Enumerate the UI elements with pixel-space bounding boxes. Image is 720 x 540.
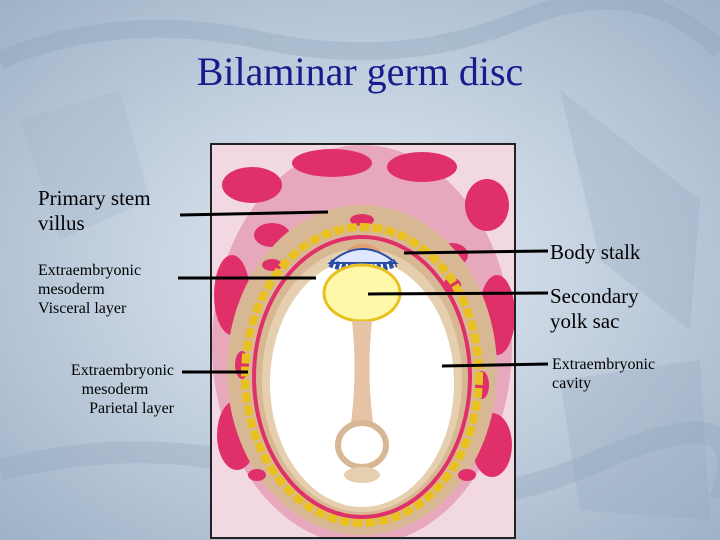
embryo-diagram	[210, 143, 516, 540]
slide-title: Bilaminar germ disc	[196, 49, 524, 94]
label-line: cavity	[552, 374, 592, 392]
label-line: mesoderm	[38, 280, 105, 298]
label-extraembryonic-mesoderm-parietal: Extraembryonic mesoderm Parietal layer	[42, 362, 174, 419]
label-line: Parietal layer	[89, 399, 174, 417]
label-line: Extraembryonic	[38, 262, 142, 279]
embryo-illustration	[212, 145, 515, 540]
label-line: Primary stem	[38, 186, 151, 210]
label-line: yolk sac	[550, 308, 620, 333]
label-line: Extraembryonic	[70, 362, 174, 379]
label-extraembryonic-mesoderm-visceral: Extraembryonic mesoderm Visceral layer	[38, 262, 141, 319]
label-line: Visceral layer	[38, 299, 127, 317]
label-extraembryonic-cavity: Extraembryonic cavity	[552, 356, 655, 394]
label-line: Body stalk	[550, 240, 641, 264]
label-line: Extraembryonic	[552, 356, 656, 373]
label-line: villus	[38, 210, 85, 235]
label-line: mesoderm	[81, 380, 149, 398]
label-line: Secondary	[550, 284, 639, 308]
label-secondary-yolk-sac: Secondary yolk sac	[550, 284, 639, 334]
label-body-stalk: Body stalk	[550, 240, 640, 265]
label-primary-stem-villus: Primary stem villus	[38, 186, 151, 236]
